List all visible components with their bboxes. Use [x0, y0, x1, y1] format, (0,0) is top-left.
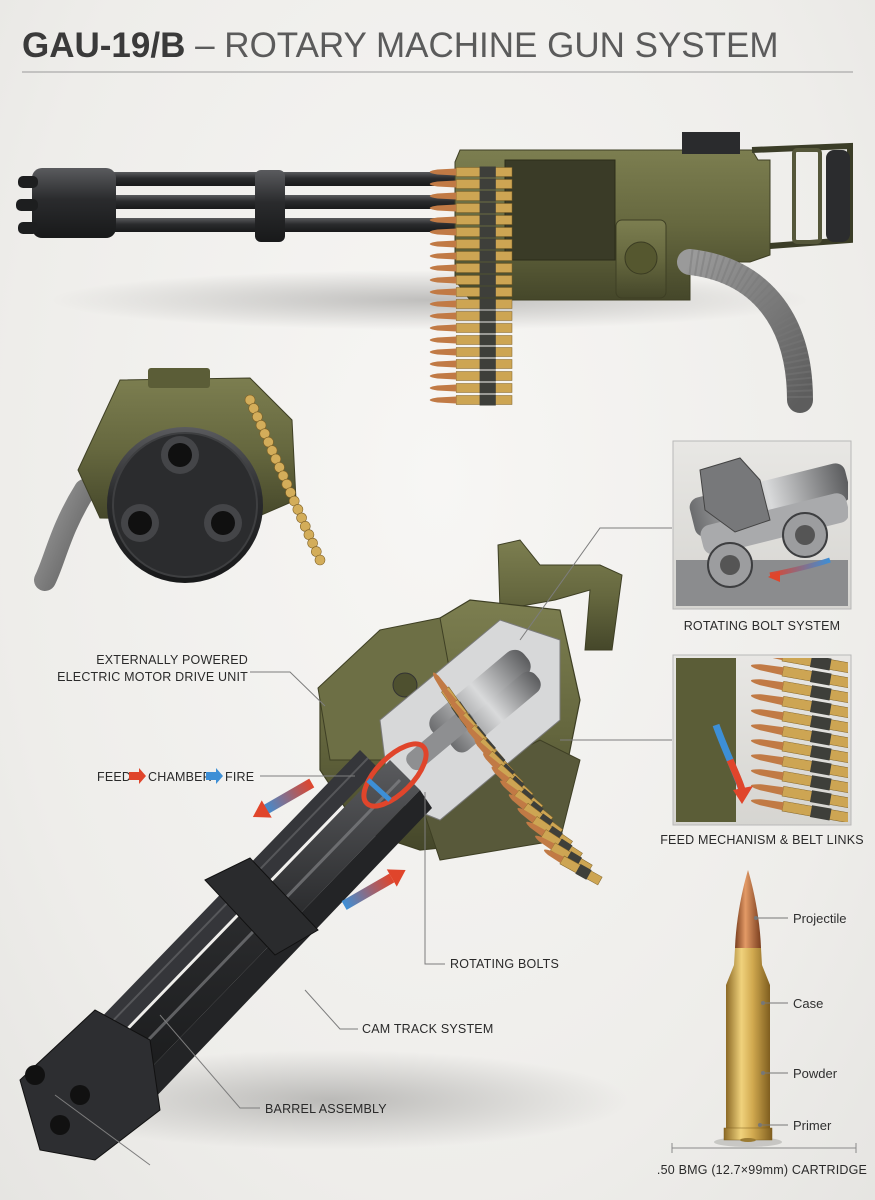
cartridge-caption: .50 BMG (12.7×99mm) CARTRIDGE [657, 1163, 867, 1177]
side-barrel-3 [40, 218, 465, 232]
side-belt-round [429, 250, 513, 262]
front-belt-round [314, 554, 326, 566]
label-primer: Primer [793, 1118, 832, 1133]
main-belt-round [544, 849, 603, 886]
leader-bottom [54, 1094, 151, 1166]
label-motor-line1: EXTERNALLY POWERED [96, 653, 248, 667]
label-powder: Powder [793, 1066, 838, 1081]
side-barrel-2 [40, 195, 465, 209]
side-belt-round [429, 346, 513, 358]
label-rotating-bolts: ROTATING BOLTS [450, 957, 559, 971]
side-mid-clamp [255, 170, 285, 242]
rotation-arrows [252, 778, 406, 910]
main-cutaway-gun [19, 539, 630, 1161]
label-cam-track: CAM TRACK SYSTEM [362, 1022, 493, 1036]
side-belt-round [429, 274, 513, 286]
cartridge-diagram: Projectile Case Powder Primer .50 BMG (1… [657, 870, 867, 1177]
cycle-arrow-blue [206, 768, 223, 784]
label-cycle-chamber: CHAMBER [148, 770, 212, 784]
inset-rotating-bolt: ROTATING BOLT SYSTEM [672, 440, 852, 633]
inset-belt-round [750, 694, 848, 719]
barrel-assembly [60, 750, 432, 1126]
inset-belt-round [750, 679, 848, 704]
side-belt-round [429, 322, 513, 334]
cycle-arrow-red [129, 768, 146, 784]
inset-belt-round [750, 784, 848, 809]
label-barrel-assembly: BARREL ASSEMBLY [265, 1102, 387, 1116]
page-title: GAU-19/B – ROTARY MACHINE GUN SYSTEM [22, 26, 853, 73]
page-title-text: GAU-19/B – ROTARY MACHINE GUN SYSTEM [22, 26, 779, 65]
side-belt-round [429, 238, 513, 250]
title-rest: – ROTARY MACHINE GUN SYSTEM [185, 26, 778, 65]
cartridge-primer [740, 1138, 756, 1142]
leader-lines [54, 527, 672, 1166]
leader-bolt-inset [519, 527, 672, 641]
inset-bolt-caption: ROTATING BOLT SYSTEM [684, 619, 841, 633]
side-belt-round [429, 262, 513, 274]
side-belt-round [429, 298, 513, 310]
leader-barrel-assembly [159, 1014, 260, 1109]
label-case: Case [793, 996, 823, 1011]
inset-belt-rounds [750, 658, 848, 822]
side-belt-round [429, 166, 513, 178]
label-projectile: Projectile [793, 911, 846, 926]
side-view-gun [16, 132, 853, 413]
inset-belt-round [750, 799, 848, 822]
side-belt-round [429, 394, 513, 406]
mid-barrel-clamp [204, 857, 319, 956]
label-cycle-fire: FIRE [225, 770, 254, 784]
cartridge-projectile [735, 870, 761, 948]
main-ammo-belt [432, 672, 603, 886]
side-view-shadow [50, 270, 810, 330]
inset-belt-round [750, 709, 848, 734]
label-firing-cycle: FEED CHAMBER FIRE [97, 768, 254, 784]
cartridge-case [726, 948, 770, 1130]
inset-belt-round [750, 724, 848, 749]
title-bold: GAU-19/B [22, 26, 185, 65]
side-belt-round [429, 178, 513, 190]
side-belt-round [429, 226, 513, 238]
side-belt-round [429, 214, 513, 226]
inset-belt-round [750, 664, 848, 689]
leader-rotating-bolts [424, 792, 445, 965]
label-cycle-feed: FEED [97, 770, 131, 784]
leader-cam-track [304, 989, 358, 1030]
front-ammo-belt [244, 394, 326, 566]
side-muzzle-clamp [32, 168, 116, 238]
front-view-gun [34, 368, 326, 591]
rotation-indicator [361, 741, 429, 809]
rotation-arrow-right [341, 869, 406, 910]
side-top-mount [682, 132, 740, 154]
side-belt-round [429, 358, 513, 370]
leader-motor [250, 671, 326, 707]
side-belt-round [429, 334, 513, 346]
side-belt-round [429, 310, 513, 322]
rear-handle [497, 539, 623, 651]
inset-belt-round [750, 754, 848, 779]
side-spade-grip [826, 150, 850, 242]
inset-feed-caption: FEED MECHANISM & BELT LINKS [660, 833, 864, 847]
side-belt-round [429, 370, 513, 382]
inset-belt-round [750, 769, 848, 794]
inset-belt-round [750, 739, 848, 764]
side-ammo-belt [429, 166, 513, 406]
side-barrel-1 [40, 172, 465, 186]
inset-belt-round [750, 658, 848, 674]
rotation-arrow-left [252, 778, 315, 818]
side-feed-chute [677, 249, 813, 413]
side-belt-round [429, 202, 513, 214]
callout-labels: EXTERNALLY POWERED ELECTRIC MOTOR DRIVE … [57, 653, 559, 1116]
inset-feed-mechanism: FEED MECHANISM & BELT LINKS [660, 654, 864, 847]
side-belt-round [429, 190, 513, 202]
side-belt-round [429, 286, 513, 298]
front-feed-chute [34, 479, 96, 591]
side-belt-round [429, 382, 513, 394]
label-motor-line2: ELECTRIC MOTOR DRIVE UNIT [57, 670, 248, 684]
side-cutaway-window [504, 159, 616, 261]
